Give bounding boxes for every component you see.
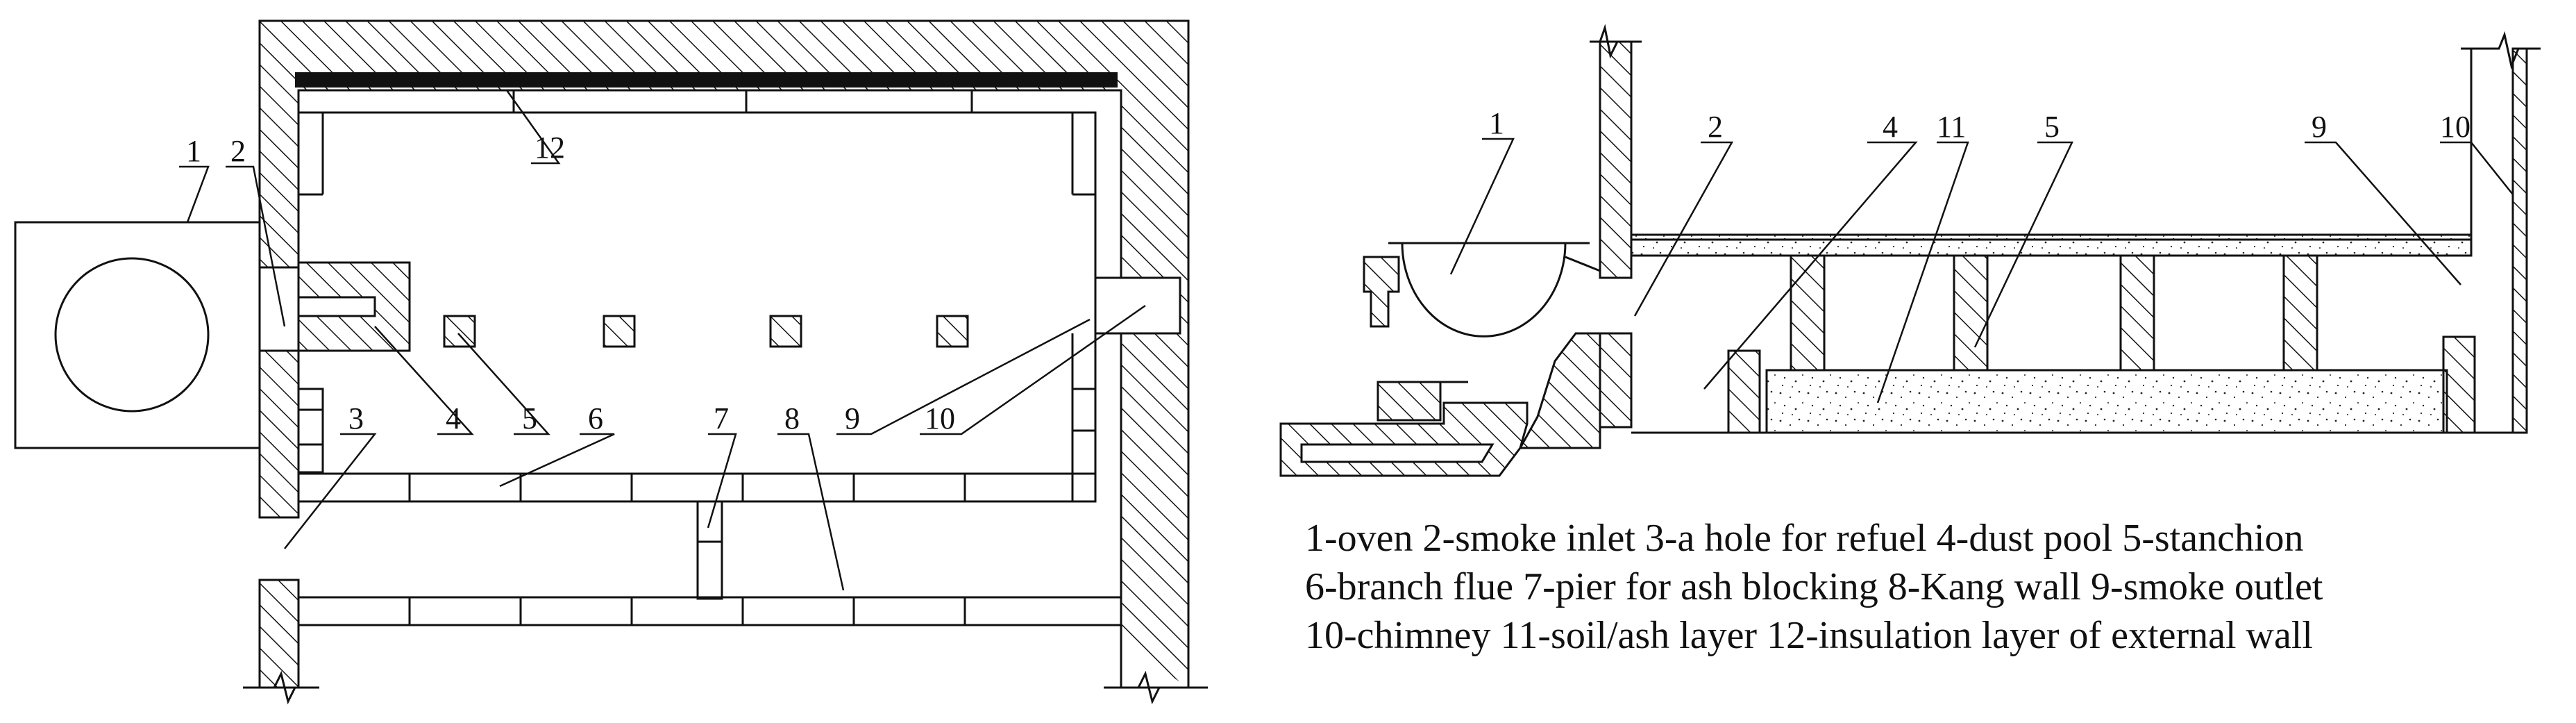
- plan-smoke-outlet: [1094, 276, 1181, 335]
- plan-left-stub: [258, 579, 300, 689]
- plan-label-6: 6: [588, 401, 603, 435]
- section-label-9: 9: [2312, 110, 2327, 144]
- section-stanchion-2: [1953, 254, 1989, 372]
- section-firebox-top: [1377, 381, 1442, 422]
- plan-view: [14, 19, 1208, 705]
- plan-label-2: 2: [230, 134, 246, 168]
- plan-kang-wall-lower: [297, 596, 1122, 626]
- plan-label-4: 4: [446, 401, 461, 435]
- plan-break-right: [1104, 670, 1208, 705]
- section-right-pier: [2442, 335, 2476, 434]
- section-wall-lower: [1599, 332, 1633, 429]
- section-leaders: [1449, 138, 2514, 404]
- plan-label-7: 7: [714, 401, 729, 435]
- section-dust-pier: [1727, 349, 1761, 434]
- plan-stanchion-2: [603, 315, 636, 348]
- section-view: [1279, 24, 2541, 477]
- plan-inlet-block: [297, 261, 411, 352]
- section-label-1: 1: [1489, 106, 1504, 140]
- section-firebox: [1279, 401, 1529, 477]
- section-inlet-step: [1518, 332, 1601, 449]
- legend-line-2: 6-branch flue 7-pier for ash blocking 8-…: [1305, 565, 2323, 608]
- plan-break-left: [243, 670, 319, 705]
- plan-label-8: 8: [784, 401, 800, 435]
- section-chimney-wall: [2511, 47, 2528, 434]
- plan-label-10: 10: [925, 401, 955, 435]
- legend: 1-oven 2-smoke inlet 3-a hole for refuel…: [1305, 514, 2554, 660]
- section-label-5: 5: [2044, 110, 2060, 144]
- legend-line-1: 1-oven 2-smoke inlet 3-a hole for refuel…: [1305, 517, 2304, 560]
- plan-stanchion-4: [936, 315, 969, 348]
- plan-wall-inner: [298, 89, 1188, 689]
- section-kang-slab: [1630, 233, 2473, 257]
- section-wall-upper: [1599, 40, 1633, 279]
- section-oven-ledge: [1363, 256, 1400, 328]
- plan-ash-pier: [696, 500, 723, 600]
- plan-oven-circle: [54, 257, 210, 413]
- plan-label-9: 9: [845, 401, 860, 435]
- plan-stanchion-3: [769, 315, 802, 348]
- section-stanchion-3: [2119, 254, 2155, 372]
- plan-oven-box: [14, 221, 261, 449]
- section-label-10: 10: [2440, 110, 2470, 144]
- legend-line-3: 10-chimney 11-soil/ash layer 12-insulati…: [1305, 614, 2313, 657]
- section-label-11: 11: [1937, 110, 1966, 144]
- plan-stanchion-1: [443, 315, 476, 348]
- section-stanchion-1: [1790, 254, 1826, 372]
- section-label-2: 2: [1708, 110, 1723, 144]
- section-stanchion-4: [2282, 254, 2318, 372]
- section-soil-layer: [1765, 369, 2448, 434]
- plan-label-12: 12: [534, 131, 565, 165]
- plan-label-5: 5: [522, 401, 537, 435]
- plan-label-3: 3: [348, 401, 364, 435]
- plan-label-1: 1: [186, 134, 201, 168]
- plan-label-group: 1 2 3 4 5 6 7 8 9 10 12: [186, 131, 955, 435]
- section-oven-bowl: [1401, 242, 1567, 338]
- plan-insulation: [295, 72, 1118, 88]
- section-label-4: 4: [1883, 110, 1898, 144]
- plan-leaders: [179, 90, 1146, 591]
- section-label-group: 1 2 4 11 5 9 10: [1489, 106, 2470, 144]
- plan-left-wall-lower: [258, 349, 300, 519]
